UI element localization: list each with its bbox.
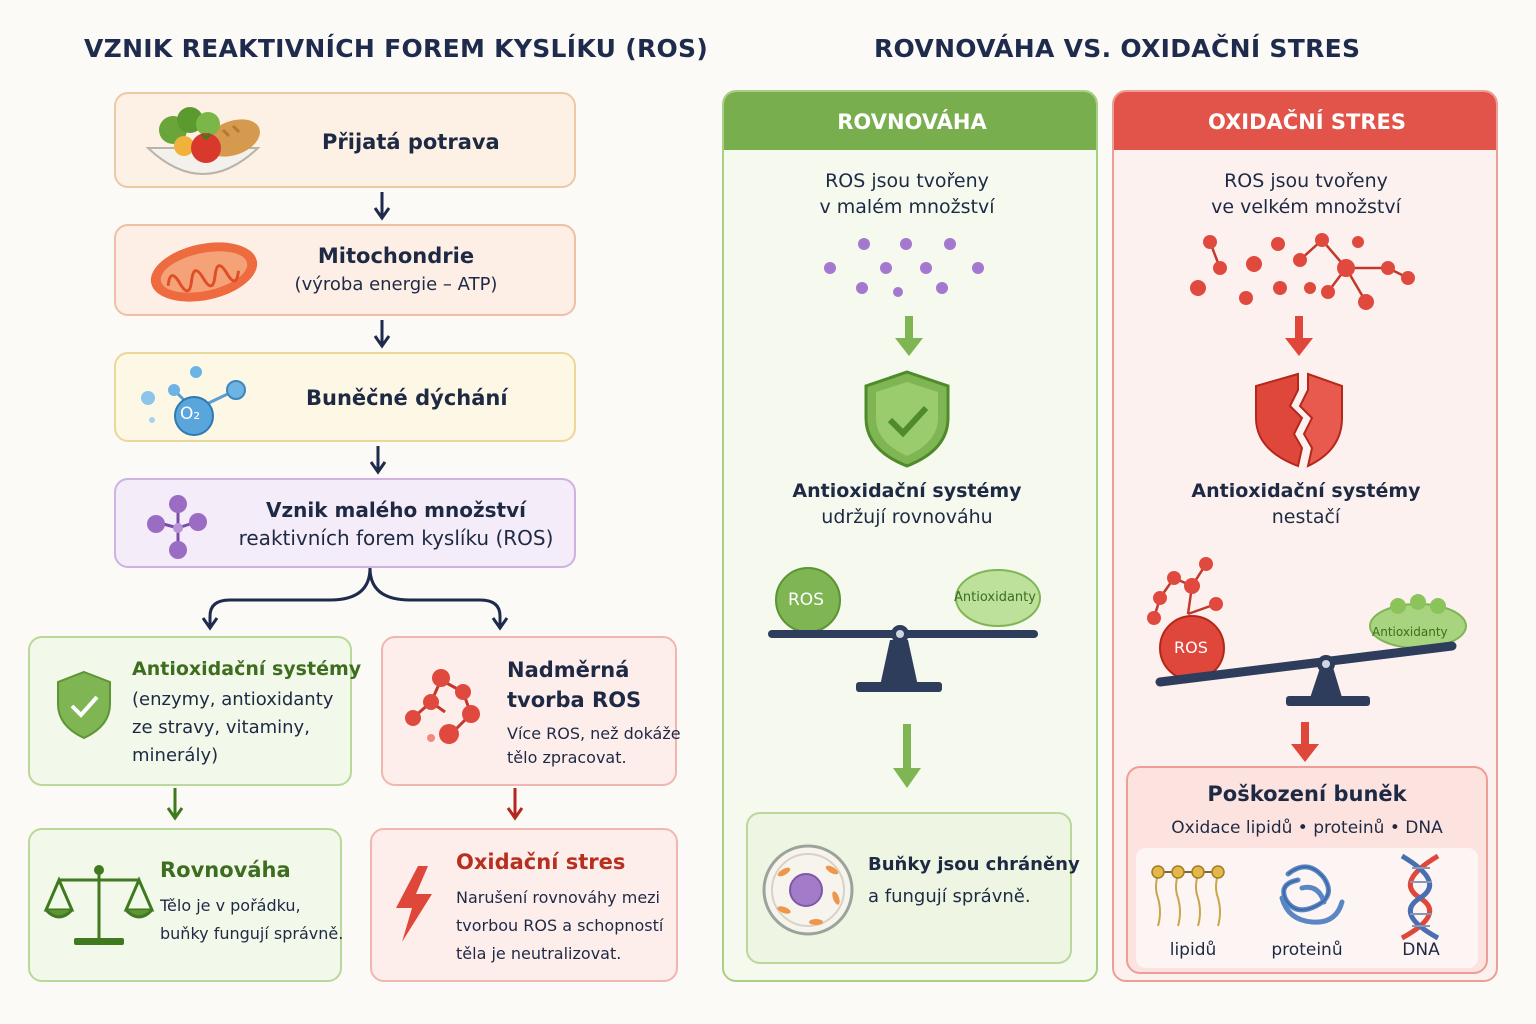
balance-antioxidants-label: Antioxidanty [954, 590, 1036, 605]
protein-icon [1279, 864, 1345, 925]
arrow-down-green-icon [893, 724, 921, 788]
stress-panel-anti2: nestačí [1271, 506, 1341, 528]
balance-line1: Tělo je v pořádku, [160, 896, 301, 915]
branch-arrow-icon [201, 567, 509, 631]
lipids-label: lipidů [1169, 940, 1217, 960]
balance-panel-line2: v malém množství [819, 196, 995, 218]
balance-line2: buňky fungují správně. [160, 924, 344, 943]
balance-panel-anti1: Antioxidační systémy [792, 480, 1022, 502]
balance-result-box: Rovnováha Tělo je v pořádku, buňky fungu… [28, 828, 344, 982]
excess-ros-box: Nadměrná tvorba ROS Více ROS, než dokáže… [381, 636, 681, 786]
few-ros-dots-icon [824, 238, 984, 297]
protected-cells-line1: Buňky jsou chráněny [868, 854, 1080, 875]
mitochondria-icon [150, 242, 258, 302]
arrow-down-red-icon [506, 788, 524, 821]
balance-panel-header [724, 92, 1096, 150]
mitochondria-box: Mitochondrie (výroba energie – ATP) [114, 224, 576, 316]
balance-title: Rovnováha [160, 858, 291, 882]
cell-damage-box: Poškození buněk Oxidace lipidů • protein… [1126, 766, 1488, 974]
stress-line3: těla je neutralizovat. [456, 944, 622, 963]
stress-line1: Narušení rovnováhy mezi [456, 888, 660, 907]
antioxidant-line1: (enzymy, antioxidanty [132, 689, 334, 710]
cell-damage-subtitle: Oxidace lipidů • proteinů • DNA [1171, 818, 1443, 838]
dna-icon [1400, 853, 1440, 941]
oxidative-stress-box: Oxidační stres Narušení rovnováhy mezi t… [370, 828, 678, 982]
left-title: VZNIK REAKTIVNÍCH FOREM KYSLÍKU (ROS) [84, 34, 709, 63]
antioxidant-title: Antioxidační systémy [132, 658, 362, 680]
balance-panel-anti2: udržují rovnováhu [821, 506, 993, 528]
arrow-down-red-icon [1291, 722, 1319, 762]
mitochondria-title: Mitochondrie [317, 244, 475, 268]
respiration-label: Buněčné dýchání [306, 386, 508, 410]
respiration-box: O₂ Buněčné dýchání [114, 352, 576, 442]
ros-cluster-icon [405, 669, 480, 744]
excess-line1: Více ROS, než dokáže [507, 724, 681, 743]
many-ros-molecules-icon [1190, 233, 1415, 310]
stress-panel-line2: ve velkém množství [1211, 196, 1401, 218]
stress-title: Oxidační stres [456, 850, 626, 874]
lightning-icon [396, 866, 432, 942]
balance-ros-label: ROS [788, 590, 824, 610]
food-bowl-icon [145, 107, 261, 175]
stress-ros-label: ROS [1174, 638, 1208, 657]
arrow-down-red-icon [1285, 316, 1313, 356]
antioxidant-systems-box: Antioxidační systémy (enzymy, antioxidan… [28, 636, 361, 786]
balance-panel-header-label: ROVNOVÁHA [837, 110, 987, 134]
o2-label: O₂ [180, 404, 201, 424]
scale-icon [43, 865, 155, 945]
healthy-cell-icon [762, 844, 854, 936]
right-title: ROVNOVÁHA VS. OXIDAČNÍ STRES [874, 34, 1361, 63]
balanced-scale-icon [768, 567, 1041, 692]
food-label: Přijatá potrava [322, 130, 500, 154]
ros-formation-box: Vznik malého množství reaktivních forem … [114, 478, 576, 568]
excess-title-line1: Nadměrná [507, 658, 630, 682]
stress-panel-header [1114, 92, 1496, 150]
cell-damage-title: Poškození buněk [1207, 782, 1407, 806]
shield-check-icon [57, 670, 111, 740]
balance-panel-line1: ROS jsou tvořeny [825, 170, 989, 192]
excess-title-line2: tvorba ROS [507, 688, 642, 712]
lipid-icon [1151, 865, 1225, 927]
balance-panel: ROVNOVÁHA ROS jsou tvořeny v malém množs… [722, 90, 1098, 982]
ros-molecule-icon [147, 495, 207, 559]
excess-line2: tělo zpracovat. [507, 748, 627, 767]
stress-antioxidants-label: Antioxidanty [1372, 625, 1448, 639]
ros-formation-line1: Vznik malého množství [266, 498, 526, 522]
arrow-down-green-icon [895, 316, 923, 356]
antioxidant-line3: minerály) [132, 745, 219, 766]
oxygen-molecule-icon [141, 366, 246, 436]
dna-label: DNA [1402, 940, 1440, 960]
shield-check-icon [864, 370, 950, 468]
antioxidant-line2: ze stravy, vitaminy, [132, 717, 310, 738]
ros-formation-line2: reaktivních forem kyslíku (ROS) [238, 526, 554, 550]
broken-shield-icon [1255, 372, 1343, 468]
stress-panel-line1: ROS jsou tvořeny [1224, 170, 1388, 192]
protected-cells-box: Buňky jsou chráněny a fungují správně. [746, 812, 1080, 964]
stress-panel-header-label: OXIDAČNÍ STRES [1208, 110, 1406, 134]
arrow-down-icon [373, 192, 391, 221]
food-box: Přijatá potrava [114, 92, 576, 188]
arrow-down-icon [373, 320, 391, 349]
arrow-down-icon [369, 446, 387, 475]
stress-panel-anti1: Antioxidační systémy [1191, 480, 1421, 502]
stress-line2: tvorbou ROS a schopností [456, 916, 664, 935]
mitochondria-subtitle: (výroba energie – ATP) [294, 274, 498, 295]
stress-panel: OXIDAČNÍ STRES ROS jsou tvořeny ve velké… [1112, 90, 1498, 982]
proteins-label: proteinů [1271, 940, 1343, 960]
protected-cells-line2: a fungují správně. [868, 886, 1031, 907]
tipped-scale-icon [1147, 557, 1467, 706]
arrow-down-green-icon [166, 788, 184, 821]
